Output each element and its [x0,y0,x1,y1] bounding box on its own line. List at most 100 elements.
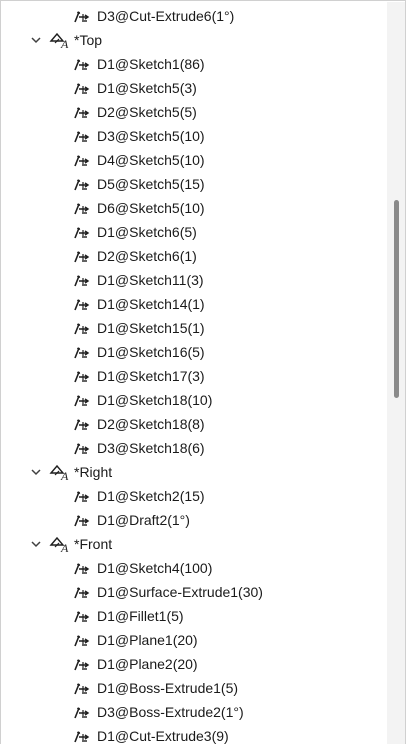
panel-top-border [1,0,405,1]
dimension-label: D6@Sketch5(10) [97,200,205,216]
dimension-item[interactable]: D1@Sketch2(15) [1,484,386,508]
dimension-item[interactable]: D3@Cut-Extrude6(1°) [1,4,386,28]
dimension-label: D1@Sketch11(3) [97,272,204,288]
dimension-label: D2@Sketch18(8) [97,416,205,432]
dimension-item[interactable]: D2@Sketch6(1) [1,244,386,268]
dimension-label: D1@Sketch14(1) [97,296,205,312]
annotation-view-icon: A [49,32,69,49]
dimension-icon [74,731,90,743]
dimension-label: D3@Sketch18(6) [97,440,205,456]
dimension-icon [74,611,90,623]
dimension-item[interactable]: D1@Sketch6(5) [1,220,386,244]
dimension-item[interactable]: D1@Sketch11(3) [1,268,386,292]
dimension-label: D1@Plane2(20) [97,656,198,672]
dimension-label: D1@Sketch15(1) [97,320,205,336]
dimension-label: D1@Sketch1(86) [97,56,205,72]
dimension-icon [74,83,90,95]
annotation-view-item[interactable]: A *Top [1,28,386,52]
dimension-item[interactable]: D5@Sketch5(15) [1,172,386,196]
dimension-item[interactable]: D1@Fillet1(5) [1,604,386,628]
chevron-down-icon[interactable] [29,460,43,484]
dimension-label: D3@Cut-Extrude6(1°) [97,8,235,24]
dimension-item[interactable]: D6@Sketch5(10) [1,196,386,220]
dimension-icon [74,419,90,431]
dimension-icon [74,347,90,359]
scrollbar-thumb[interactable] [394,200,399,398]
dimension-item[interactable]: D2@Sketch5(5) [1,100,386,124]
dimension-item[interactable]: D1@Sketch15(1) [1,316,386,340]
dimension-item[interactable]: D3@Sketch18(6) [1,436,386,460]
dimension-label: D5@Sketch5(15) [97,176,205,192]
dimension-icon [74,707,90,719]
dimension-label: D1@Sketch6(5) [97,224,197,240]
svg-text:A: A [60,37,69,49]
dimension-label: D1@Cut-Extrude3(9) [97,728,229,744]
vertical-scrollbar[interactable] [387,2,405,744]
dimension-item[interactable]: D1@Sketch4(100) [1,556,386,580]
dimension-icon [74,179,90,191]
dimension-label: D1@Sketch2(15) [97,488,205,504]
dimension-item[interactable]: D1@Plane2(20) [1,652,386,676]
dimension-label: D1@Sketch4(100) [97,560,213,576]
dimension-item[interactable]: D1@Sketch16(5) [1,340,386,364]
dimension-icon [74,659,90,671]
dimension-icon [74,515,90,527]
svg-text:A: A [60,469,69,481]
dimension-icon [74,203,90,215]
dimension-label: D4@Sketch5(10) [97,152,205,168]
dimension-icon [74,227,90,239]
dimension-item[interactable]: D1@Surface-Extrude1(30) [1,580,386,604]
dimension-icon [74,683,90,695]
dimension-tree: D3@Cut-Extrude6(1°) A *Top D1@Sketch1(86… [1,4,386,744]
dimension-icon [74,155,90,167]
dimension-item[interactable]: D1@Sketch14(1) [1,292,386,316]
dimension-icon [74,131,90,143]
dimension-label: D2@Sketch6(1) [97,248,197,264]
dimension-item[interactable]: D1@Draft2(1°) [1,508,386,532]
chevron-down-icon[interactable] [29,532,43,556]
dimension-icon [74,563,90,575]
dimension-label: D1@Sketch17(3) [97,368,205,384]
dimension-label: D1@Fillet1(5) [97,608,184,624]
dimension-icon [74,371,90,383]
dimension-label: D1@Draft2(1°) [97,512,190,528]
dimension-item[interactable]: D4@Sketch5(10) [1,148,386,172]
dimension-label: D1@Sketch5(3) [97,80,197,96]
dimension-label: D3@Boss-Extrude2(1°) [97,704,244,720]
dimension-label: D2@Sketch5(5) [97,104,197,120]
dimension-item[interactable]: D3@Sketch5(10) [1,124,386,148]
dimension-icon [74,107,90,119]
dimension-icon [74,587,90,599]
dimension-icon [74,275,90,287]
dimension-item[interactable]: D1@Plane1(20) [1,628,386,652]
dimension-icon [74,635,90,647]
dimension-item[interactable]: D1@Cut-Extrude3(9) [1,724,386,744]
annotation-view-label: *Front [74,536,113,552]
chevron-down-icon[interactable] [29,28,43,52]
dimension-icon [74,443,90,455]
annotation-view-icon: A [49,464,69,481]
dimension-icon [74,323,90,335]
annotation-view-label: *Top [74,32,103,48]
annotation-view-icon: A [49,536,69,553]
dimension-label: D3@Sketch5(10) [97,128,205,144]
svg-text:A: A [60,541,69,553]
dimension-icon [74,11,90,23]
dimension-item[interactable]: D1@Sketch1(86) [1,52,386,76]
dimension-item[interactable]: D2@Sketch18(8) [1,412,386,436]
dimension-label: D1@Sketch18(10) [97,392,213,408]
dimension-item[interactable]: D1@Sketch18(10) [1,388,386,412]
annotation-view-item[interactable]: A *Front [1,532,386,556]
dimension-label: D1@Plane1(20) [97,632,198,648]
dimension-item[interactable]: D3@Boss-Extrude2(1°) [1,700,386,724]
dimension-label: D1@Surface-Extrude1(30) [97,584,263,600]
dimension-icon [74,251,90,263]
dimension-item[interactable]: D1@Sketch17(3) [1,364,386,388]
annotation-view-label: *Right [74,464,113,480]
dimension-item[interactable]: D1@Boss-Extrude1(5) [1,676,386,700]
dimension-item[interactable]: D1@Sketch5(3) [1,76,386,100]
dimension-icon [74,59,90,71]
dimension-label: D1@Sketch16(5) [97,344,205,360]
annotation-view-item[interactable]: A *Right [1,460,386,484]
